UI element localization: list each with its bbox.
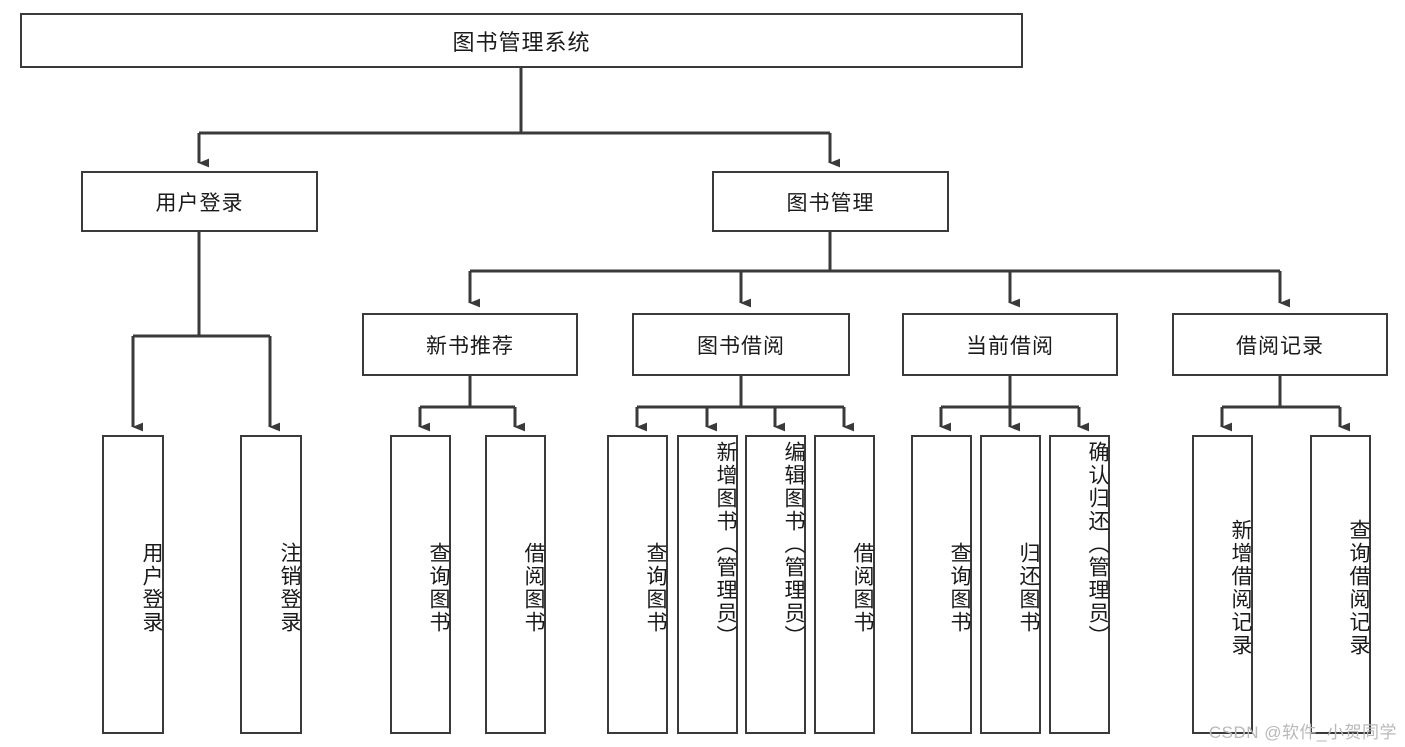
- node-label: 借阅记录: [1236, 334, 1324, 358]
- node-new-book-recommend[interactable]: 新书推荐: [362, 313, 578, 376]
- node-label: 查询图书: [427, 541, 450, 634]
- node-current-borrow[interactable]: 当前借阅: [902, 313, 1118, 376]
- node-label: 查询图书: [644, 541, 667, 634]
- node-root-system[interactable]: 图书管理系统: [20, 13, 1023, 68]
- node-label: 编辑图书（管理员）: [782, 441, 805, 648]
- leaf-edit-book[interactable]: 编辑图书（管理员）: [745, 435, 806, 734]
- node-label: 图书借阅: [697, 334, 785, 358]
- node-label: 新增图书（管理员）: [714, 441, 737, 648]
- node-label: 查询图书: [948, 541, 971, 634]
- node-book-borrow[interactable]: 图书借阅: [632, 313, 850, 376]
- leaf-logout[interactable]: 注销登录: [240, 435, 302, 734]
- node-label: 当前借阅: [966, 334, 1054, 358]
- node-label: 新增借阅记录: [1229, 518, 1252, 657]
- node-label: 用户登录: [140, 541, 163, 634]
- node-label: 图书管理: [786, 191, 875, 215]
- leaf-add-book[interactable]: 新增图书（管理员）: [677, 435, 738, 734]
- node-borrow-record[interactable]: 借阅记录: [1172, 313, 1388, 376]
- leaf-confirm-return[interactable]: 确认归还（管理员）: [1049, 435, 1110, 734]
- leaf-query-book-current[interactable]: 查询图书: [911, 435, 972, 734]
- node-label: 归还图书: [1017, 541, 1040, 634]
- leaf-return-book[interactable]: 归还图书: [980, 435, 1041, 734]
- leaf-borrow-book[interactable]: 借阅图书: [814, 435, 875, 734]
- leaf-query-book-recommend[interactable]: 查询图书: [390, 435, 451, 734]
- node-book-manage[interactable]: 图书管理: [712, 171, 949, 232]
- leaf-add-borrow-record[interactable]: 新增借阅记录: [1192, 435, 1253, 734]
- node-label: 图书管理系统: [452, 29, 591, 55]
- node-label: 注销登录: [278, 541, 301, 634]
- leaf-user-login[interactable]: 用户登录: [102, 435, 164, 734]
- node-label: 借阅图书: [851, 541, 874, 634]
- node-user-login[interactable]: 用户登录: [81, 171, 318, 232]
- node-label: 确认归还（管理员）: [1086, 441, 1109, 648]
- leaf-query-book-borrow[interactable]: 查询图书: [607, 435, 668, 734]
- node-label: 新书推荐: [426, 334, 514, 358]
- node-label: 用户登录: [155, 191, 244, 215]
- node-label: 查询借阅记录: [1347, 518, 1370, 657]
- node-label: 借阅图书: [522, 541, 545, 634]
- leaf-borrow-book-recommend[interactable]: 借阅图书: [485, 435, 546, 734]
- leaf-query-borrow-record[interactable]: 查询借阅记录: [1310, 435, 1371, 734]
